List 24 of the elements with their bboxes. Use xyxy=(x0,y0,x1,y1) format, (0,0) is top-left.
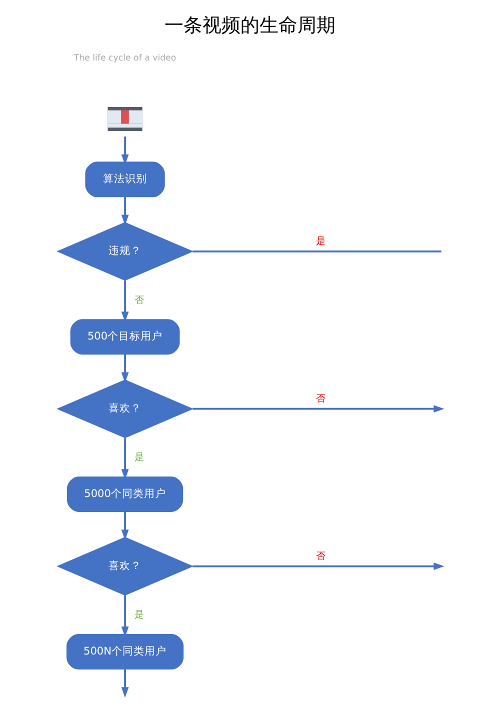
label: The life cycle of a video xyxy=(74,54,176,64)
edge-label: 是 xyxy=(316,236,326,248)
arrow xyxy=(121,669,129,698)
connector xyxy=(192,250,442,252)
node-box: 5000个同类用户 xyxy=(66,476,184,512)
edge-label: 是 xyxy=(134,610,145,621)
arrow xyxy=(121,280,129,322)
arrow xyxy=(192,405,444,413)
node-diamond: 喜欢？ xyxy=(56,380,194,438)
node-diamond: 违规？ xyxy=(56,222,194,281)
arrow xyxy=(121,512,129,540)
node-box: 500个目标用户 xyxy=(70,319,180,355)
edge-label: 否 xyxy=(134,294,145,306)
arrow xyxy=(121,354,129,383)
edge-label: 否 xyxy=(316,551,326,562)
node-diamond: 喜欢？ xyxy=(56,536,194,596)
arrow xyxy=(121,136,129,165)
node-box: 算法识别 xyxy=(85,162,165,198)
edge-label: 否 xyxy=(316,394,326,405)
arrow xyxy=(121,197,129,226)
node-box: 500N个同类用户 xyxy=(66,634,184,670)
arrow xyxy=(192,562,444,570)
diagram-title: 一条视频的生命周期 xyxy=(164,14,336,37)
edge-label: 是 xyxy=(134,452,145,464)
